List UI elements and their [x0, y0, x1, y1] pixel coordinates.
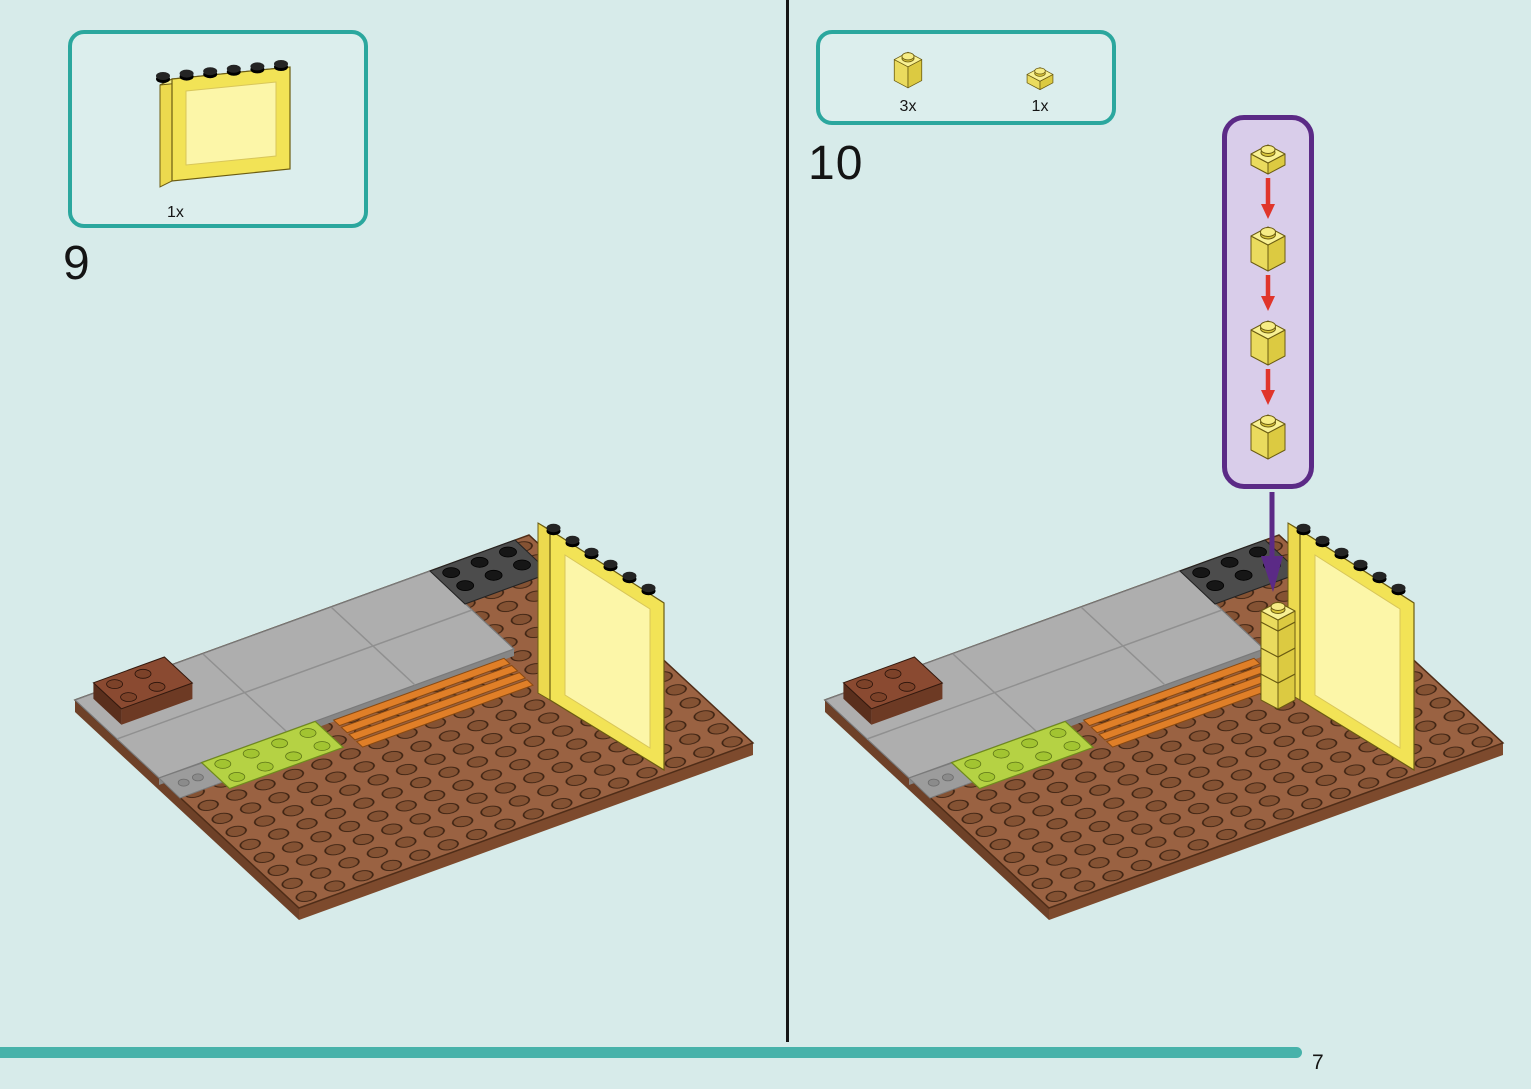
- brick-1x1-icon: [893, 51, 923, 88]
- assembly-stack-diagram: [1250, 144, 1286, 460]
- step9-parts-box: 1x: [68, 30, 368, 228]
- panel-1x6x5-icon: [156, 60, 291, 188]
- step9-build-illustration: [74, 522, 754, 921]
- page-divider: [786, 0, 789, 1042]
- part-count-label: 1x: [167, 204, 184, 221]
- stack-arrow-icon: [1261, 178, 1275, 219]
- step10-number: 10: [808, 137, 864, 190]
- part-count-label: 3x: [899, 97, 917, 115]
- stack-arrow-icon: [1261, 369, 1275, 405]
- step10-build-illustration: [824, 522, 1504, 921]
- footer-bar: [0, 1047, 1302, 1058]
- part-cell-plate: 1x: [994, 40, 1086, 116]
- step10-parts-box: 3x 1x: [816, 30, 1116, 125]
- page-number: 7: [1312, 1051, 1324, 1074]
- plate-1x1-icon: [1026, 66, 1054, 90]
- step9-number: 9: [63, 237, 91, 290]
- step10-new-part-stack: [1260, 601, 1296, 710]
- stack-arrow-icon: [1261, 275, 1275, 311]
- placement-arrow-icon: [1261, 492, 1283, 592]
- part-cell-brick: 3x: [862, 40, 954, 116]
- part-count-label: 1x: [1031, 97, 1049, 115]
- assembly-callout: [1222, 115, 1314, 489]
